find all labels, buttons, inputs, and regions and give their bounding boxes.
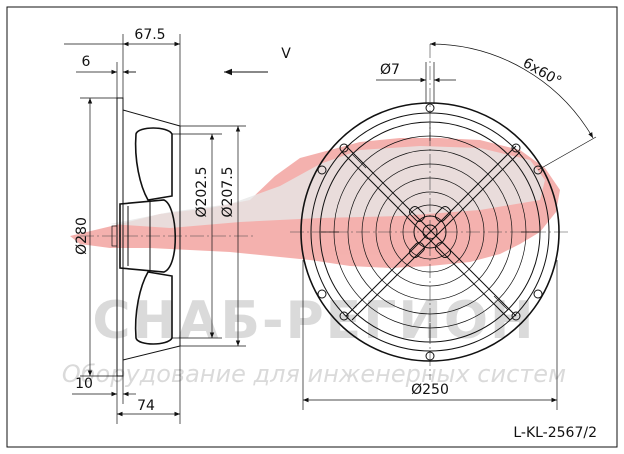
view-label: V [281,46,291,62]
dim-250: Ø250 [411,382,449,398]
dim-holes: 6x60° [520,55,564,90]
watermark-brand: СНАБ-РЕГИОН [92,291,535,351]
dim-202-5: Ø202.5 [194,166,210,217]
dim-7: Ø7 [380,62,400,78]
drawing-frame [6,6,618,448]
dim-67-5: 67.5 [134,27,165,43]
dim-280: Ø280 [74,217,90,255]
dim-10: 10 [75,376,93,392]
dim-74: 74 [137,398,155,414]
side-view [80,97,255,377]
drawing-code: L-KL-2567/2 [513,425,597,441]
watermark-tagline: Оборудование для инженерных систем [62,360,566,388]
dim-6: 6 [82,54,91,70]
dim-207-5: Ø207.5 [220,166,236,217]
side-dimensions: 67.5 6 Ø280 Ø202.5 Ø207.5 10 74 [64,27,291,424]
